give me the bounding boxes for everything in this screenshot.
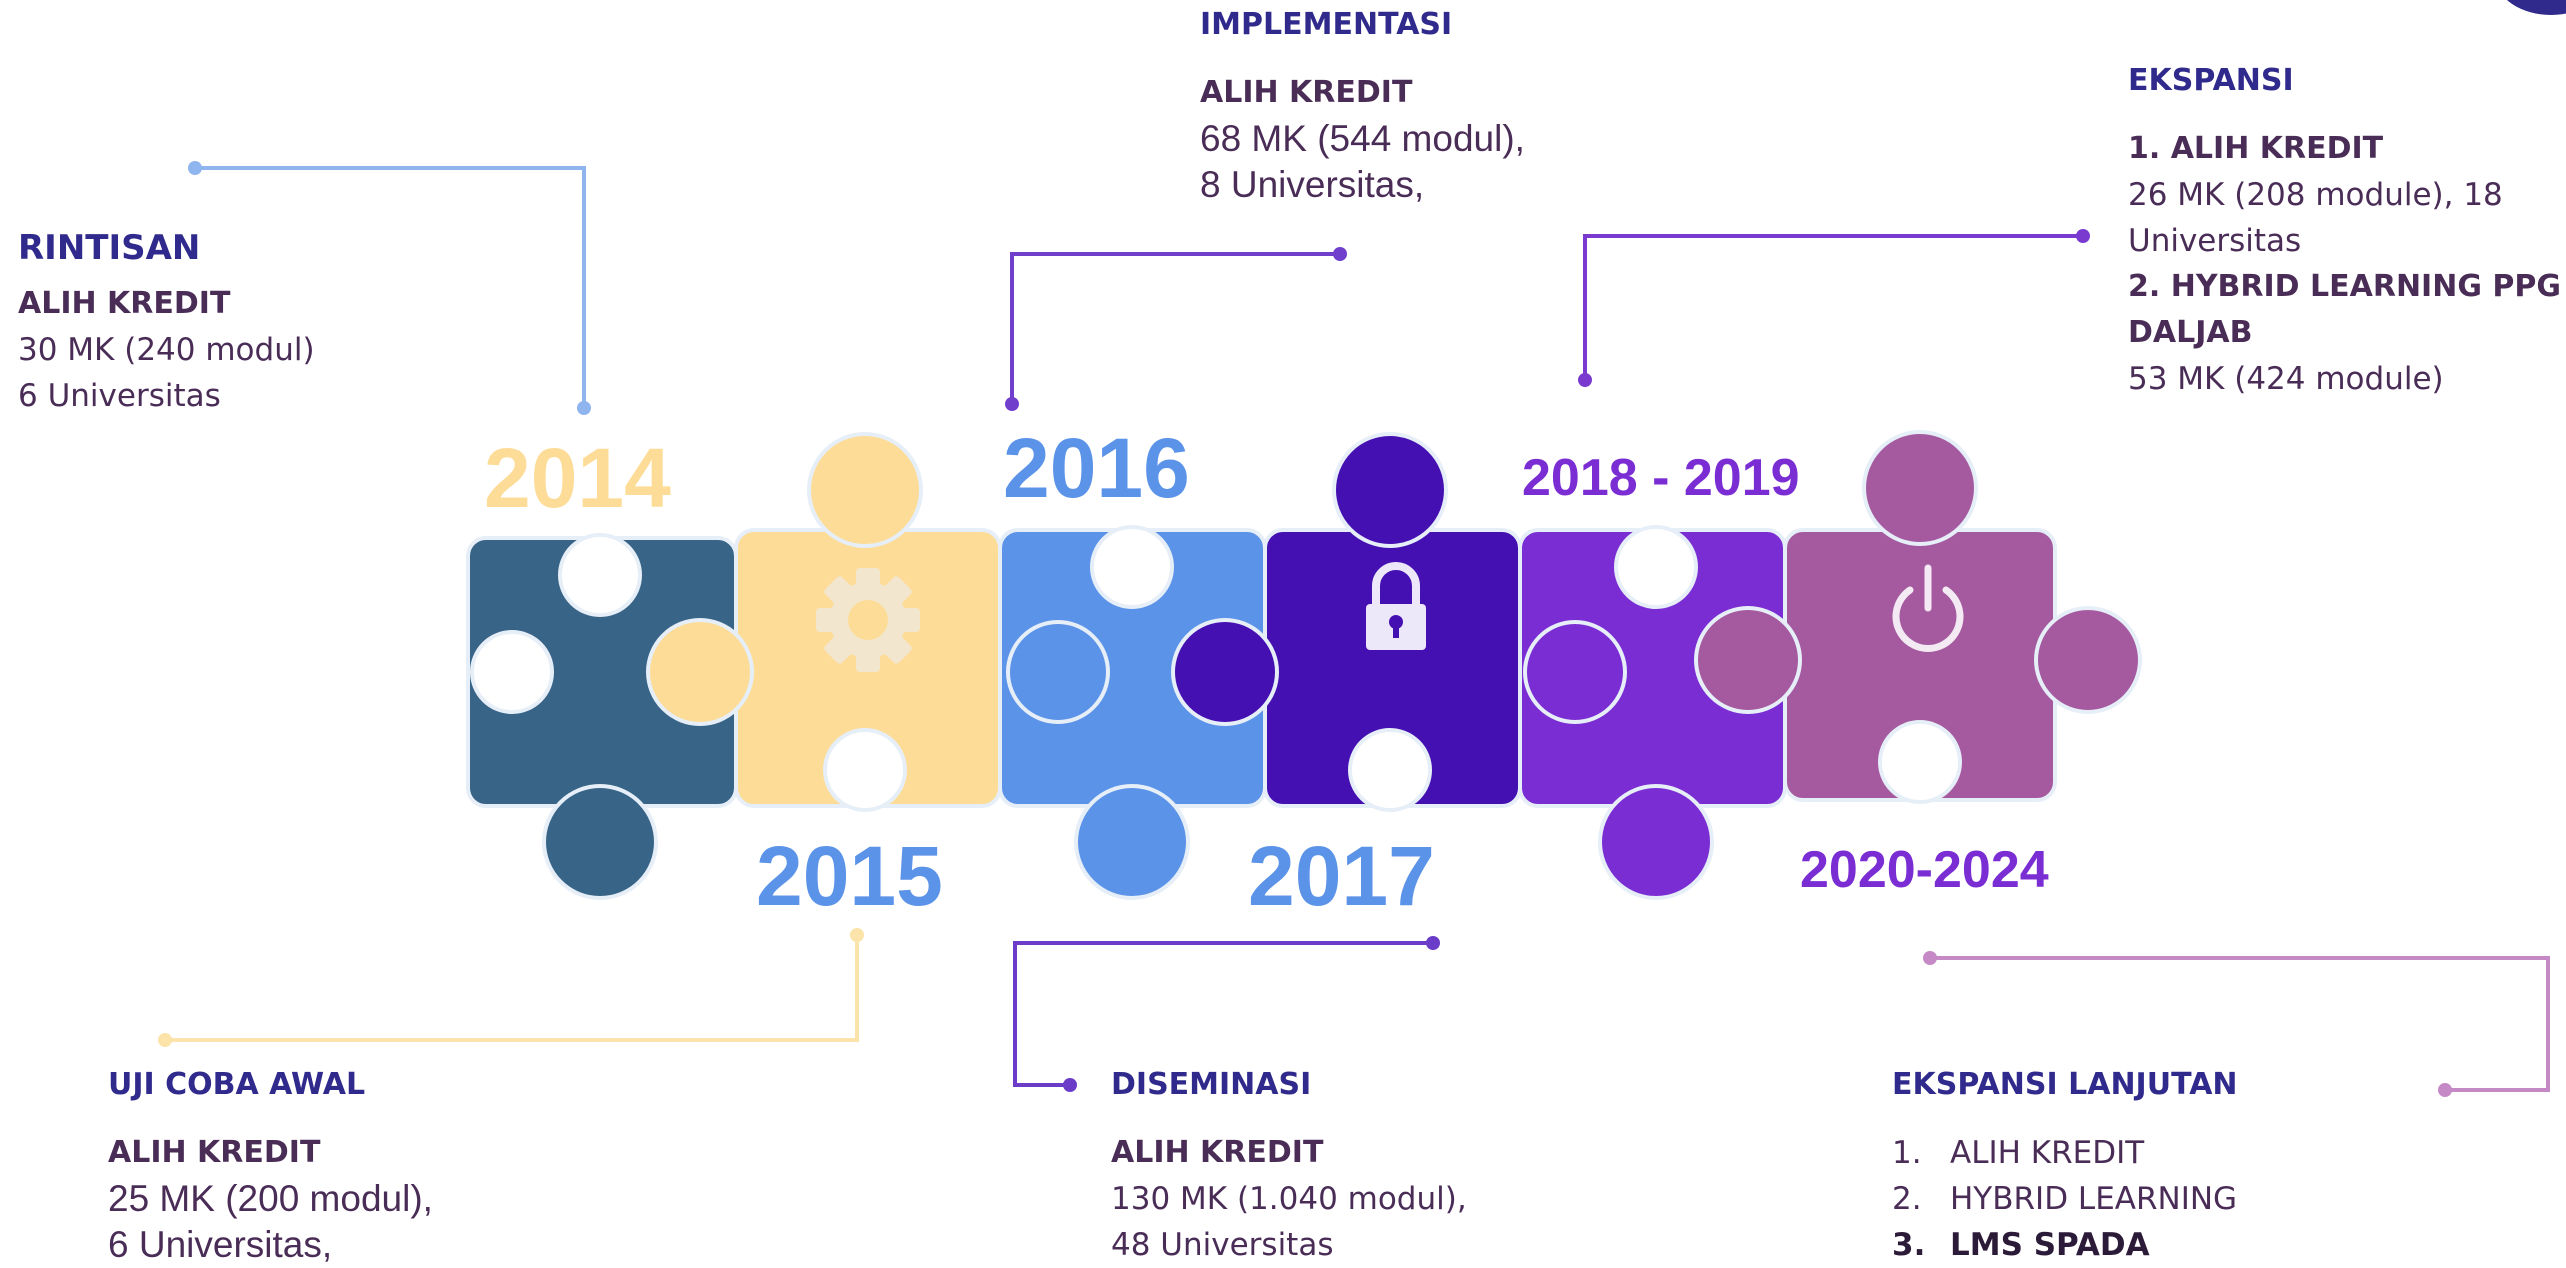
diseminasi-title: DISEMINASI [1111, 1067, 1312, 1102]
connector-2020 [1930, 956, 2550, 1092]
puzzle-piece-2017 [1171, 432, 1522, 808]
piece-socket [470, 630, 554, 714]
piece-knob [1862, 430, 1978, 546]
year-2017: 2017 [1248, 829, 1435, 923]
piece-knob [2034, 606, 2142, 714]
power-icon [1892, 564, 1964, 652]
list-item: 1. ALIH KREDIT [1892, 1130, 2238, 1176]
list-item-label: LMS SPADA [1950, 1227, 2150, 1263]
list-item: 3. LMS SPADA [1892, 1222, 2238, 1268]
lock-icon [1366, 562, 1426, 650]
year-2020-2024: 2020-2024 [1800, 841, 2049, 899]
connector-2014 [195, 166, 586, 408]
list-item-number: 1. [1892, 1135, 1922, 1171]
uji-coba-head: ALIH KREDIT [108, 1135, 321, 1170]
list-item-label: ALIH KREDIT [1950, 1135, 2145, 1171]
year-2016: 2016 [1003, 421, 1190, 515]
connector-dot [1063, 1078, 1077, 1092]
ekspansi-head1: 1. ALIH KREDIT [2128, 131, 2384, 166]
ekspansi-title: EKSPANSI [2128, 63, 2294, 98]
list-item-label: HYBRID LEARNING [1950, 1181, 2238, 1217]
ekspansi-line2: Universitas [2128, 223, 2302, 259]
diseminasi-line2: 48 Universitas [1111, 1227, 1334, 1263]
piece-knob [1598, 784, 1714, 900]
piece-socket [823, 728, 907, 812]
connector-dot [1005, 397, 1019, 411]
connector-2017 [1013, 941, 1433, 1087]
piece-knob [1171, 618, 1279, 726]
connector-2015 [165, 935, 859, 1042]
piece-socket [1614, 525, 1698, 609]
puzzle-piece-2014 [466, 536, 738, 900]
ekspansi-lanjutan-block: EKSPANSI LANJUTAN 1. ALIH KREDIT 2. HYBRID… [1892, 1062, 2238, 1268]
rintisan-head: ALIH KREDIT [18, 286, 231, 321]
uji-coba-block: UJI COBA AWAL ALIH KREDIT 25 MK (200 mod… [108, 1062, 433, 1268]
ekspansi-line3: 53 MK (424 module) [2128, 361, 2444, 397]
implementasi-line1: 68 MK (544 modul), [1200, 118, 1525, 159]
piece-socket [1348, 728, 1432, 812]
connector-dot [188, 161, 202, 175]
connector-dot [1578, 373, 1592, 387]
ekspansi-head2a: 2. HYBRID LEARNING PPG [2128, 269, 2561, 304]
piece-socket [1878, 720, 1962, 804]
uji-coba-line2: 6 Universitas, [108, 1224, 333, 1265]
piece-knob [1523, 620, 1627, 724]
implementasi-block: IMPLEMENTASI ALIH KREDIT 68 MK (544 modu… [1200, 2, 1525, 208]
ekspansi-lanjutan-list: 1. ALIH KREDIT 2. HYBRID LEARNING 3. LMS SP… [1892, 1130, 2238, 1268]
ekspansi-lanjutan-title: EKSPANSI LANJUTAN [1892, 1067, 2238, 1102]
piece-knob [1006, 620, 1110, 724]
rintisan-line1: 30 MK (240 modul) [18, 332, 315, 368]
connector-dot [1426, 936, 1440, 950]
connector-dot [577, 401, 591, 415]
uji-coba-title: UJI COBA AWAL [108, 1067, 366, 1102]
ekspansi-line1: 26 MK (208 module), 18 [2128, 177, 2503, 213]
year-2015: 2015 [756, 829, 943, 923]
connector-2016 [1010, 252, 1340, 404]
connector-dot [2438, 1083, 2452, 1097]
rintisan-title: RINTISAN [18, 228, 201, 268]
rintisan-block: RINTISAN ALIH KREDIT 30 MK (240 modul) 6… [18, 225, 315, 419]
ekspansi-head2b: DALJAB [2128, 315, 2253, 350]
connector-2018 [1583, 234, 2083, 380]
implementasi-title: IMPLEMENTASI [1200, 7, 1453, 42]
year-2014: 2014 [484, 431, 671, 525]
list-item: 2. HYBRID LEARNING [1892, 1176, 2238, 1222]
list-item-number: 3. [1892, 1227, 1926, 1263]
piece-knob [1694, 606, 1802, 714]
diseminasi-block: DISEMINASI ALIH KREDIT 130 MK (1.040 mod… [1111, 1062, 1467, 1268]
puzzle-piece-2020 [1694, 430, 2142, 802]
piece-socket [1090, 525, 1174, 609]
ekspansi-block: EKSPANSI 1. ALIH KREDIT 26 MK (208 modul… [2128, 58, 2561, 402]
connector-dot [2076, 229, 2090, 243]
puzzle-piece-2016 [998, 528, 1267, 900]
connector-dot [850, 928, 864, 942]
year-2018-2019: 2018 - 2019 [1522, 449, 1800, 507]
diseminasi-head: ALIH KREDIT [1111, 1135, 1324, 1170]
piece-socket [558, 533, 642, 617]
connector-dot [1333, 247, 1347, 261]
rintisan-line2: 6 Universitas [18, 378, 221, 414]
uji-coba-line1: 25 MK (200 modul), [108, 1178, 433, 1219]
piece-knob [646, 618, 754, 726]
implementasi-line2: 8 Universitas, [1200, 164, 1425, 205]
list-item-number: 2. [1892, 1181, 1922, 1217]
piece-knob [807, 432, 923, 548]
connector-dot [1923, 951, 1937, 965]
piece-knob [542, 784, 658, 900]
piece-knob [1074, 784, 1190, 900]
connector-dot [158, 1033, 172, 1047]
piece-knob [1332, 432, 1448, 548]
diseminasi-line1: 130 MK (1.040 modul), [1111, 1181, 1467, 1217]
gear-icon [816, 568, 920, 672]
implementasi-head: ALIH KREDIT [1200, 75, 1413, 110]
